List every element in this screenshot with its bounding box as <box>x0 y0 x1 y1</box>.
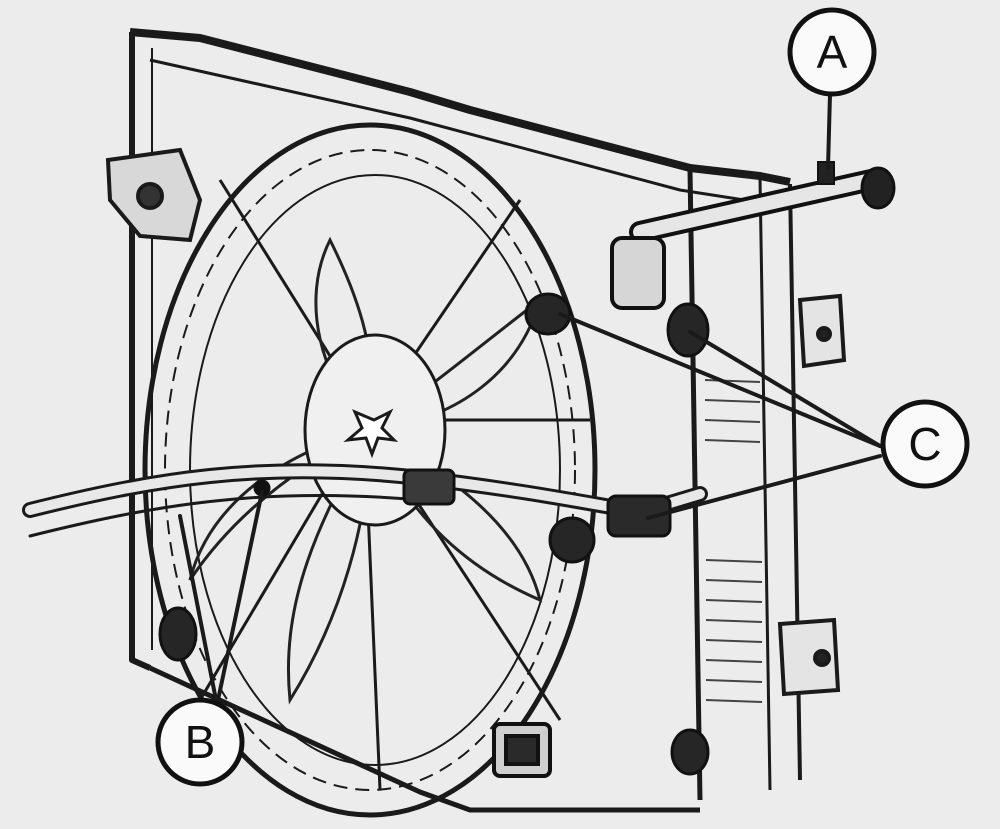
callout-a: A <box>787 7 877 97</box>
leader-line-b2 <box>178 514 218 702</box>
right-bolt-c <box>666 302 710 358</box>
right-mount-brackets <box>777 293 847 697</box>
bottom-right-bolt <box>670 728 710 776</box>
leader-line-c1 <box>558 312 882 448</box>
callout-c-circle <box>880 399 970 489</box>
callout-b-circle <box>155 697 245 787</box>
radiator-fins <box>704 379 763 703</box>
leader-line-a <box>826 92 832 170</box>
wiring-harness <box>22 463 708 538</box>
bottom-left-bolt <box>158 606 198 662</box>
callout-c-label: C <box>908 418 941 470</box>
upper-bolt-c <box>524 292 572 336</box>
shroud-bolts <box>158 292 710 776</box>
leader-line-c3 <box>646 454 882 520</box>
leader-line-c2 <box>688 330 882 448</box>
lower-coupler <box>492 722 552 778</box>
lower-bolt-c <box>548 516 596 564</box>
upper-pipe-connector <box>610 161 896 310</box>
left-mount-bracket <box>105 147 203 243</box>
leader-lines <box>178 92 882 702</box>
harness-connectors <box>253 468 672 538</box>
callout-a-circle <box>787 7 877 97</box>
callout-b-label: B <box>185 716 216 768</box>
callout-a-label: A <box>817 26 848 78</box>
callout-c: C <box>880 399 970 489</box>
callout-b: B <box>155 697 245 787</box>
leader-line-b1 <box>216 490 264 702</box>
fan-shroud <box>142 122 598 818</box>
